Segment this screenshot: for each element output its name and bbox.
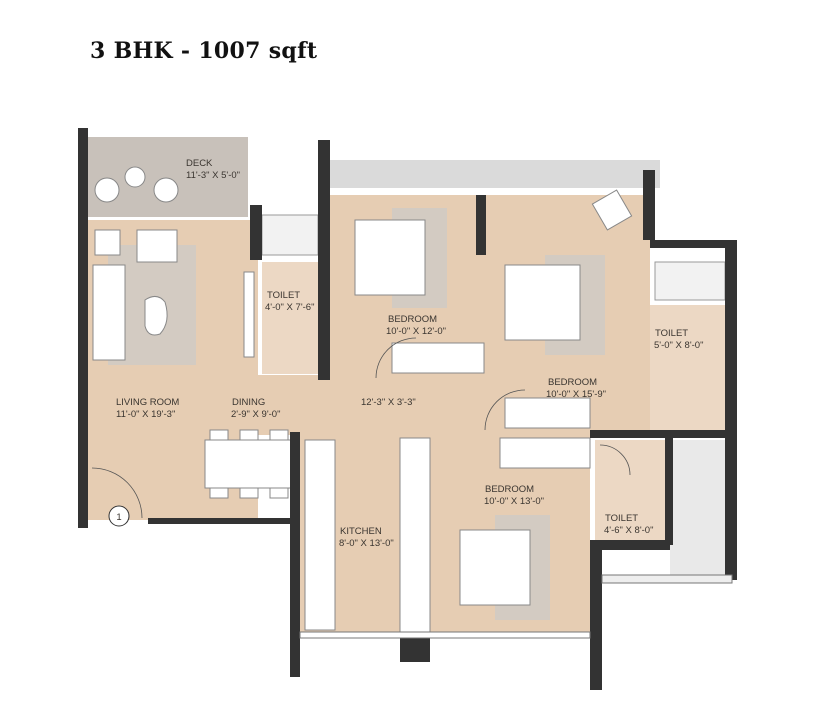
deck-chair <box>94 177 120 203</box>
dining-chair <box>209 429 229 441</box>
toilet2-floor <box>650 305 725 430</box>
deck-label: DECK <box>186 158 213 169</box>
deck-chair <box>153 177 179 203</box>
dining-chair <box>239 487 259 499</box>
bed <box>354 219 426 296</box>
armchair <box>136 229 178 263</box>
dining-table <box>204 439 296 489</box>
kitchen-label: KITCHEN <box>340 526 382 537</box>
kitchen-counter <box>304 439 336 631</box>
wardrobe <box>504 397 591 429</box>
duct-right <box>670 440 725 575</box>
wardrobe <box>499 437 591 469</box>
passage-size: 12'-3" X 3'-3" <box>361 397 416 408</box>
wall <box>650 240 737 248</box>
toilet1-floor <box>262 262 318 374</box>
sofa <box>92 264 126 361</box>
toilet1-size: 4'-0" X 7'-6" <box>265 302 314 313</box>
wall <box>643 170 655 240</box>
study-chair <box>591 189 633 231</box>
dining-label: DINING <box>232 397 265 408</box>
toilet2-label: TOILET <box>655 328 688 339</box>
kitchen-size: 8'-0" X 13'-0" <box>339 538 394 549</box>
wall <box>250 205 262 260</box>
deck-table <box>124 166 146 188</box>
wall <box>590 430 737 438</box>
wall <box>590 540 602 690</box>
tv-unit <box>243 271 255 358</box>
wall <box>318 140 330 380</box>
toilet2-size: 5'-0" X 8'-0" <box>654 340 703 351</box>
bedroom2-size: 10'-0" X 15'-9" <box>546 389 606 400</box>
duct-top <box>261 214 319 256</box>
toilet3-size: 4'-6" X 8'-0" <box>604 525 653 536</box>
toilet1-label: TOILET <box>267 290 300 301</box>
coffee-table <box>144 296 168 336</box>
wall <box>78 128 88 528</box>
bed <box>459 529 531 606</box>
kitchen-counter <box>399 437 431 634</box>
deck-size: 11'-3" X 5'-0" <box>186 170 240 181</box>
wall <box>148 518 290 524</box>
living-label: LIVING ROOM <box>116 397 179 408</box>
entrance-marker-label: 1 <box>116 512 121 523</box>
door-swing <box>91 467 143 519</box>
bed <box>504 264 581 341</box>
dining-chair <box>269 429 289 441</box>
toilet3-label: TOILET <box>605 513 638 524</box>
wall <box>590 540 670 550</box>
window <box>299 631 591 639</box>
dining-chair <box>239 429 259 441</box>
deck-floor <box>88 137 248 217</box>
wall <box>476 195 486 255</box>
balcony-strip <box>330 160 660 188</box>
window <box>601 574 733 584</box>
door-swing <box>599 444 631 476</box>
door-swing <box>375 337 417 379</box>
dining-size: 2'-9" X 9'-0" <box>231 409 280 420</box>
living-size: 11'-0" X 19'-3" <box>116 409 175 420</box>
door-swing <box>484 389 526 431</box>
dining-chair <box>269 487 289 499</box>
bedroom3-size: 10'-0" X 13'-0" <box>484 496 544 507</box>
dining-chair <box>209 487 229 499</box>
entrance-marker <box>108 505 130 527</box>
side-table <box>94 229 121 256</box>
toilet3-floor <box>595 440 665 540</box>
wall <box>725 240 737 580</box>
bedroom3-label: BEDROOM <box>485 484 534 495</box>
wall <box>290 432 300 677</box>
bedroom1-size: 10'-0" X 12'-0" <box>386 326 446 337</box>
wall <box>665 430 673 545</box>
plan-title: 3 BHK - 1007 sqft <box>90 38 318 64</box>
bedroom1-label: BEDROOM <box>388 314 437 325</box>
bedroom2-label: BEDROOM <box>548 377 597 388</box>
duct-right-top <box>654 261 726 301</box>
wardrobe <box>391 342 485 374</box>
